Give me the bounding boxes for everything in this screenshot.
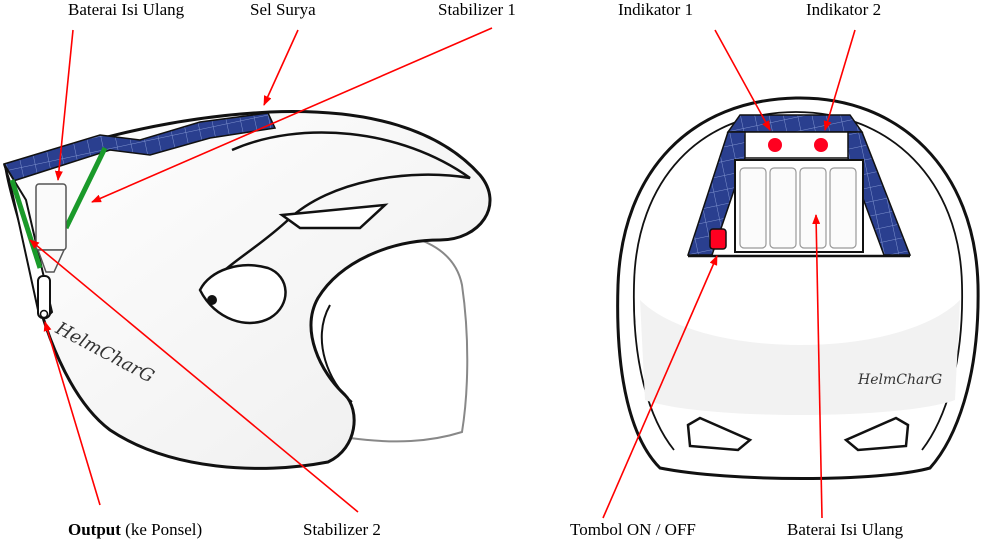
left-helmet [3,110,492,470]
label-battery-left: Baterai Isi Ulang [68,0,185,19]
helmet-shade [640,300,960,415]
battery-pack [35,183,67,251]
lower-edge [320,304,353,403]
label-power-button: Tombol ON / OFF [570,520,696,539]
power-button [709,228,727,250]
label-solar-cell: Sel Surya [250,0,316,19]
label-output-bold: Output [68,520,121,539]
label-indicator-2: Indikator 2 [806,0,882,19]
battery-cell [769,167,797,249]
vent-right [843,416,910,452]
arrow-battery-left [54,29,74,181]
arrow-indicator-1 [714,29,771,131]
stabilizer-1-rod [63,146,108,230]
arrow-stabilizer-2 [29,239,359,513]
battery-cell [829,167,857,249]
arrow-solar-cell [263,29,299,106]
battery-pack-bottom [36,249,66,273]
label-output: Output (ke Ponsel) [68,520,202,540]
indicator-2-led [814,138,828,152]
stabilizer-2-rod [9,179,43,269]
arrow-stabilizer-1 [91,27,493,203]
indicator-1-led [768,138,782,152]
annotation-arrows [29,27,856,519]
battery-cell [799,167,827,249]
shell-inner-line [208,131,471,291]
top-solar-bar [726,114,864,133]
ear-flap [198,264,287,325]
label-indicator-1: Indikator 1 [618,0,694,19]
top-vent [278,203,389,230]
label-stabilizer-1: Stabilizer 1 [438,0,516,19]
arrow-indicator-2 [823,29,856,131]
vent-left [686,416,753,452]
brand-logo-right: HelmCharG [858,372,943,388]
helmet-inner-ring [795,111,964,451]
label-output-rest: (ke Ponsel) [120,520,203,539]
solar-panel-strip [3,112,277,183]
output-port-hole [39,309,49,319]
arrow-power-button [602,255,718,519]
right-helmet [616,96,980,480]
label-battery-right: Baterai Isi Ulang [787,520,904,539]
indicator-plate [739,131,851,159]
ear-rivet [207,295,217,305]
solar-panel-left [686,131,746,256]
label-stabilizer-2: Stabilizer 2 [303,520,381,539]
visor [349,231,469,443]
arrow-output [43,321,101,506]
arrow-battery-right [812,214,823,519]
battery-cell [739,167,767,249]
